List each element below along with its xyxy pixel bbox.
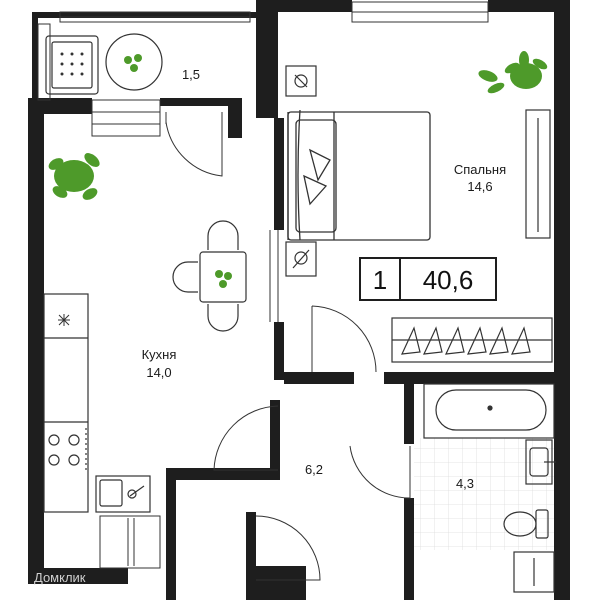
summary-box [359,257,497,301]
bedroom-name: Спальня [454,162,506,177]
bedroom-plant-icon [478,51,548,94]
kitchen-name: Кухня [142,347,177,362]
bathroom-cabinet [513,551,555,593]
kitchen-counter [43,293,89,513]
kitchen-sliding-door [269,230,279,322]
bathroom-area: 4,3 [456,476,474,491]
bedroom-wardrobe-right [525,109,551,239]
watermark: Домклик [34,570,86,585]
kitchen-plant-icon [48,153,100,200]
wardrobe-hangers [391,317,553,363]
washbasin [525,439,556,485]
bedroom-window [351,1,489,23]
balcony-chair [45,35,99,95]
kitchen-window-bottom [99,515,161,569]
kitchen-sink [95,475,151,513]
balcony-door [91,99,223,177]
nightstand-bottom [285,241,317,277]
balcony-chair-dots [60,52,84,76]
bed [287,109,431,241]
bedroom-area: 14,6 [467,179,492,194]
hall-area: 6,2 [305,462,323,477]
kitchen-door [213,405,279,471]
toilet [503,509,549,539]
dining-table-plant-icon [215,270,232,288]
bathroom-door [349,445,411,499]
rooms-count: 1 [373,265,387,295]
entrance-door [255,515,321,581]
kitchen-area: 14,0 [146,365,171,380]
bathroom-tile-floor [414,438,554,550]
balcony-table [105,33,163,91]
walls [28,0,570,600]
dining-table [172,220,247,332]
total-area: 40,6 [423,265,474,295]
stove-icon [48,428,87,472]
nightstand-top [285,65,317,97]
bathtub [423,383,555,439]
fridge-icon [58,314,70,326]
bedroom-door [311,305,377,373]
balcony-plant-icon [124,54,142,72]
balcony-area: 1,5 [182,67,200,82]
balcony-window [37,11,251,101]
